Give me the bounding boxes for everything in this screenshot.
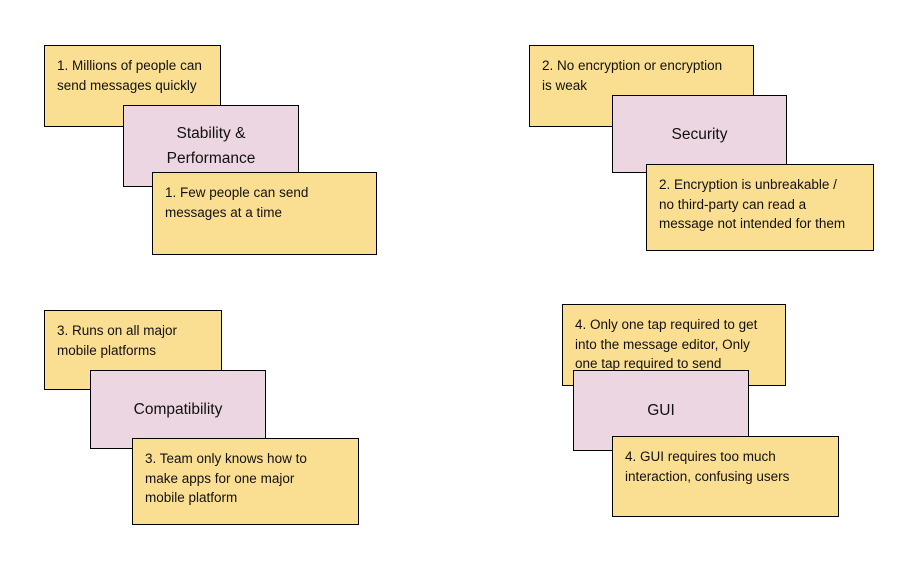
note-card-security-negative[interactable]: 2. Encryption is unbreakable / no third-… (646, 164, 874, 251)
theme-card-compatibility[interactable]: Compatibility (90, 370, 266, 449)
note-card-compatibility-negative[interactable]: 3. Team only knows how to make apps for … (132, 438, 359, 525)
note-card-stability-positive[interactable]: 1. Millions of people can send messages … (44, 45, 221, 127)
note-card-stability-negative[interactable]: 1. Few people can send messages at a tim… (152, 172, 377, 255)
theme-card-security[interactable]: Security (612, 95, 787, 173)
note-card-gui-negative[interactable]: 4. GUI requires too much interaction, co… (612, 436, 839, 517)
